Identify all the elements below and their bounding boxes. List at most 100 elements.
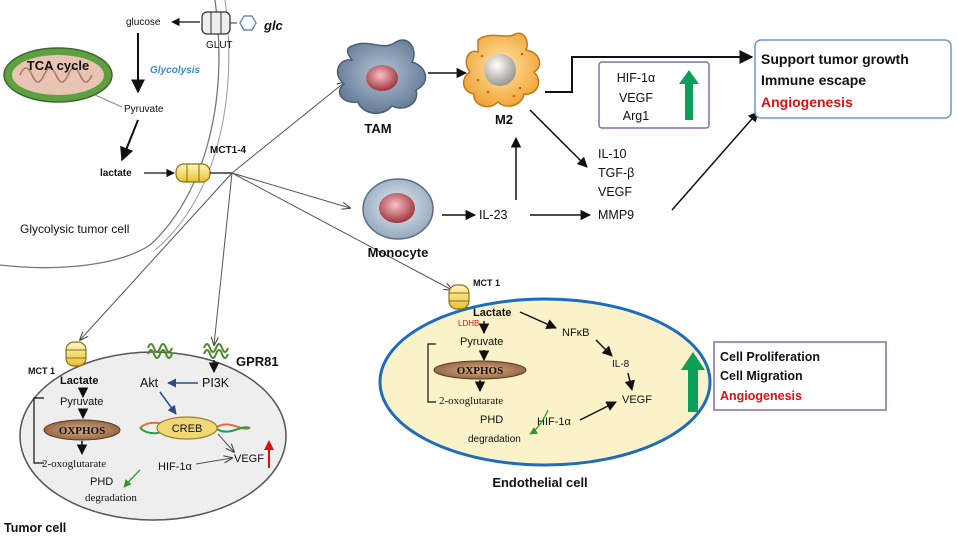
endothelial-cell-label: Endothelial cell <box>492 475 587 490</box>
tam-cell: TAM <box>336 39 427 136</box>
endothelial-up-arrow-icon <box>681 352 705 412</box>
vegf-immune-label: VEGF <box>598 185 632 199</box>
arrow-to-tumor-mct <box>80 172 233 340</box>
arrow-to-gpr81 <box>214 172 233 345</box>
creb-label: CREB <box>172 423 203 435</box>
endothelial-mct1-icon <box>448 284 470 310</box>
endothelial-outcome-angiogenesis: Angiogenesis <box>720 389 802 403</box>
m2-up-arrow-icon <box>679 70 699 120</box>
endothelial-pyruvate-label: Pyruvate <box>460 336 503 348</box>
m2-label: M2 <box>495 112 513 127</box>
tumor-inhibition-bracket <box>33 397 44 464</box>
akt-to-creb-arrow <box>159 391 177 415</box>
mito-to-pyruvate-line <box>94 94 123 108</box>
tumor-phd-label: PHD <box>90 476 113 488</box>
arrow-to-monocyte <box>231 172 350 208</box>
m2-cell: M2 <box>462 32 541 127</box>
endo-lactate-to-nfkb-arrow <box>519 311 557 329</box>
endothelial-vegf-label: VEGF <box>622 394 652 406</box>
outcome-immune-escape: Immune escape <box>761 72 866 88</box>
m2-to-outcome-arrow <box>545 50 754 93</box>
outcome-support-tumor-growth: Support tumor growth <box>761 51 909 67</box>
creb-to-vegf-arrow <box>217 433 234 452</box>
outcome-box <box>754 39 952 119</box>
endothelial-outcome-migration: Cell Migration <box>720 369 803 383</box>
glycolytic-cell-label: Glycolysic tumor cell <box>20 222 129 236</box>
glc-label: glc <box>263 18 284 33</box>
glucose-label: glucose <box>126 17 161 28</box>
m2-to-cytokines-arrow <box>529 109 588 168</box>
endothelial-lactate-label: Lactate <box>473 307 512 319</box>
akt-label: Akt <box>140 376 159 390</box>
lactate-distribution-arrows <box>80 82 452 345</box>
tumor-mct1-icon <box>65 341 87 367</box>
pyruvate-to-lactate-arrow <box>120 119 139 162</box>
mmp9-to-outcome-arrow <box>671 111 759 211</box>
il8-to-vegf-arrow <box>624 372 635 392</box>
m2-box-vegf: VEGF <box>619 91 653 105</box>
m2-markers-box <box>598 61 710 129</box>
hif-to-vegf-arrow <box>195 458 232 465</box>
glut-label: GLUT <box>206 40 233 51</box>
tgfb-label: TGF-β <box>598 166 634 180</box>
creb-icon <box>156 416 218 440</box>
endo-hif-to-vegf-arrow <box>579 401 617 421</box>
glut-transporter-icon <box>201 11 257 35</box>
nfkb-label: NFκB <box>562 327 590 339</box>
tumor-oxphos-label: OXPHOS <box>59 425 105 437</box>
m2-box-arg1: Arg1 <box>623 109 649 123</box>
endothelial-oxphos-label: OXPHOS <box>457 365 503 377</box>
endothelial-oxoglutarate-label: 2-oxoglutarate <box>439 395 503 407</box>
tca-cycle-label: TCA cycle <box>27 58 89 73</box>
ldhb-label: LDHB <box>458 319 479 328</box>
mct1-4-transporter-icon <box>175 163 211 183</box>
glycolytic-cell-membrane-inner <box>154 0 230 251</box>
tumor-oxoglutarate-label: 2-oxoglutarate <box>42 458 106 470</box>
mct1-4-label: MCT1-4 <box>210 145 247 156</box>
arrow-to-endothelial <box>231 172 452 290</box>
gpr81-label: GPR81 <box>236 354 279 369</box>
outcome-angiogenesis: Angiogenesis <box>761 94 853 110</box>
endo-inhibition-bracket <box>427 343 436 403</box>
nfkb-to-il8-arrow <box>595 339 613 357</box>
pi3k-label: PI3K <box>202 376 230 390</box>
pyruvate-label: Pyruvate <box>124 104 164 115</box>
arrow-to-tam <box>231 82 345 174</box>
lactate-label: lactate <box>100 168 132 179</box>
tumor-cell-label: Tumor cell <box>4 521 66 535</box>
endothelial-outcome-box <box>713 341 887 411</box>
il10-label: IL-10 <box>598 147 627 161</box>
monocyte-label: Monocyte <box>368 245 429 260</box>
glycolytic-cell-membrane <box>0 0 220 269</box>
il23-label: IL-23 <box>479 208 508 222</box>
endothelial-mitochondrion-icon <box>433 360 527 380</box>
endo-phd-green-arrow <box>529 409 549 435</box>
tumor-vegf-label: VEGF <box>234 453 264 465</box>
tumor-vegf-up-arrow-head <box>264 440 274 450</box>
tumor-cell: MCT 1 Lactate Pyruvate OXPHOS 2-oxogluta… <box>4 341 287 535</box>
tumor-phd-green-arrow <box>123 469 141 488</box>
endothelial-cell-membrane <box>378 297 712 467</box>
endothelial-mct1-label: MCT 1 <box>473 278 500 288</box>
glycolysis-label: Glycolysis <box>150 65 200 76</box>
endothelial-phd-label: PHD <box>480 414 503 426</box>
endothelial-degradation-label: degradation <box>468 434 521 445</box>
tumor-mct1-label: MCT 1 <box>28 366 55 376</box>
endothelial-hif-label: HIF-1α <box>537 416 572 428</box>
tumor-pyruvate-label: Pyruvate <box>60 396 103 408</box>
tumor-lactate-label: Lactate <box>60 375 99 387</box>
endothelial-outcome-proliferation: Cell Proliferation <box>720 350 820 364</box>
gpr81-receptor-icon <box>147 343 229 359</box>
m2-box-hif: HIF-1α <box>617 71 655 85</box>
tumor-hif-label: HIF-1α <box>158 461 193 473</box>
tumor-degradation-label: degradation <box>85 492 137 504</box>
mmp9-label: MMP9 <box>598 208 634 222</box>
glycolytic-tumor-cell: glc GLUT glucose Glycolysis TCA cycle Py… <box>0 0 284 269</box>
endothelial-cell: MCT 1 LDHB Lactate NFκB IL-8 VEGF Pyruva… <box>378 278 712 490</box>
tam-label: TAM <box>364 121 391 136</box>
mitochondrion-icon <box>3 47 113 103</box>
monocyte-cell: Monocyte <box>362 178 434 260</box>
tumor-mitochondrion-icon <box>43 419 121 441</box>
